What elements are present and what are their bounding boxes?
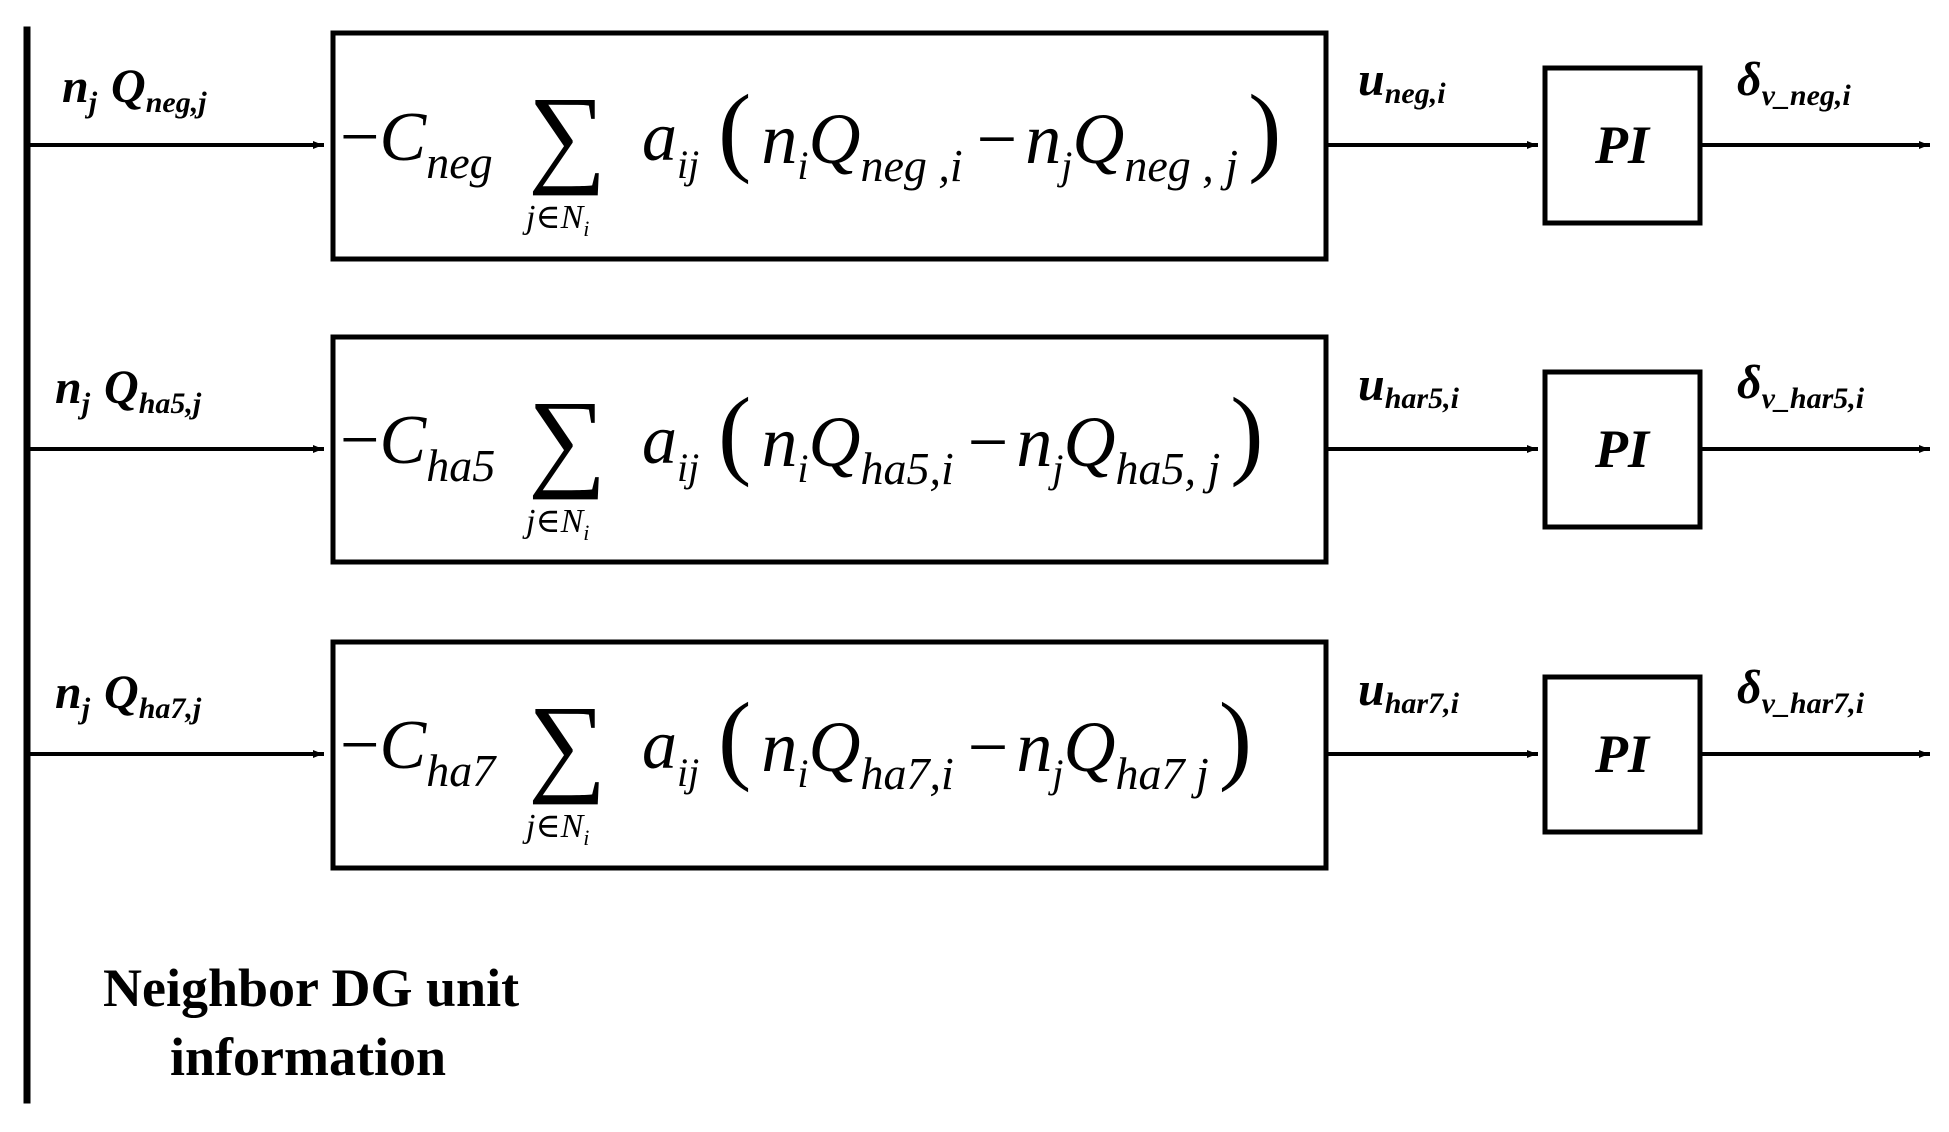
- bus-caption-line2: information: [170, 1027, 446, 1087]
- sum-symbol-ha5: ∑: [528, 378, 606, 500]
- a-ij-ha7: aij: [642, 707, 699, 795]
- sum-index-ha5: j∈Ni: [522, 503, 589, 545]
- consensus-block-ha7: [330, 639, 1329, 871]
- paren-expr-ha7: (niQha7,i−njQha7 j): [718, 682, 1252, 799]
- u-label-neg: uneg,i: [1358, 53, 1446, 110]
- sum-symbol-neg: ∑: [528, 74, 606, 196]
- pi-label-ha5: PI: [1594, 419, 1651, 479]
- sum-symbol-ha7: ∑: [528, 683, 606, 805]
- consensus-block-ha5: [330, 334, 1329, 565]
- consensus-block-neg: [330, 30, 1329, 262]
- a-ij-neg: aij: [642, 99, 699, 187]
- paren-expr-ha5: (niQha5,i−njQha5, j): [718, 377, 1264, 494]
- block-minus-C-ha7: −Cha7: [340, 707, 497, 796]
- u-label-ha7: uhar7,i: [1358, 663, 1460, 720]
- pi-block-ha5: [1542, 369, 1703, 530]
- paren-expr-neg: (niQneg ,i−njQneg , j): [718, 74, 1281, 191]
- delta-label-ha5: δv_har5,i: [1737, 356, 1865, 415]
- pi-label-neg: PI: [1594, 115, 1651, 175]
- u-label-ha5: uhar5,i: [1358, 358, 1460, 415]
- bus-caption-line1: Neighbor DG unit: [103, 958, 519, 1018]
- block-minus-C-neg: −Cneg: [340, 99, 493, 188]
- sum-index-neg: j∈Ni: [522, 199, 589, 241]
- block-minus-C-ha5: −Cha5: [340, 402, 495, 491]
- pi-label-ha7: PI: [1594, 724, 1651, 784]
- delta-label-ha7: δv_har7,i: [1737, 661, 1865, 720]
- pi-block-ha7: [1542, 674, 1703, 835]
- a-ij-ha5: aij: [642, 402, 699, 490]
- sum-index-ha7: j∈Ni: [522, 808, 589, 850]
- delta-label-neg: δv_neg,i: [1737, 53, 1851, 112]
